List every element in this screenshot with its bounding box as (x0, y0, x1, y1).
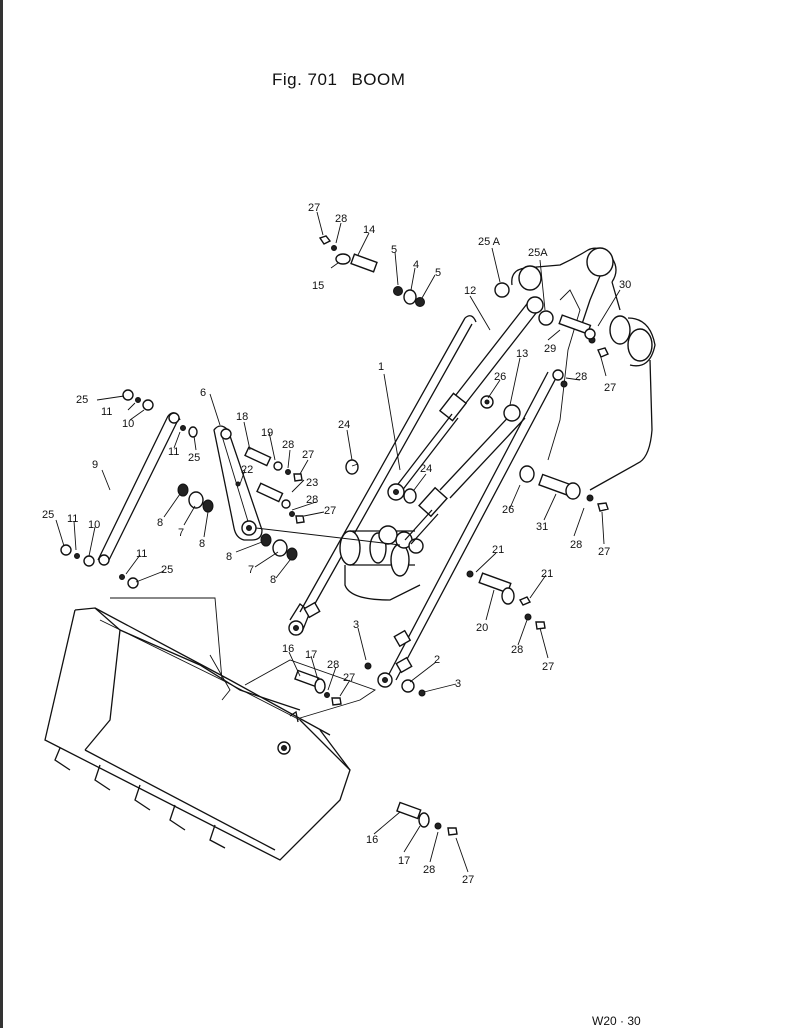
callout-28: 28 (335, 213, 347, 225)
callout-27: 27 (308, 202, 320, 214)
callout-5: 5 (391, 244, 397, 256)
callout-16: 16 (282, 643, 294, 655)
callout-3: 3 (353, 619, 359, 631)
callout-27: 27 (324, 505, 336, 517)
callout-20: 20 (476, 622, 488, 634)
boom-arm-1 (288, 315, 477, 636)
callout-28: 28 (306, 494, 318, 506)
figure-title: Fig. 701 BOOM (272, 70, 405, 90)
callout-27: 27 (343, 672, 355, 684)
callout-28: 28 (327, 659, 339, 671)
callout-19: 19 (261, 427, 273, 439)
callout-28: 28 (282, 439, 294, 451)
callout-11: 11 (67, 513, 78, 525)
cylinder-12 (387, 296, 544, 501)
callout-21: 21 (541, 568, 553, 580)
callout-23: 23 (306, 477, 318, 489)
callout-27: 27 (598, 546, 610, 558)
boom-arm-2 (377, 371, 557, 688)
cross-tube (339, 525, 424, 601)
callout-9: 9 (92, 459, 98, 471)
callout-10: 10 (122, 418, 134, 430)
scan-edge (0, 0, 3, 1028)
callout-22: 22 (241, 464, 253, 476)
callout-11: 11 (101, 406, 112, 418)
callout-8: 8 (226, 551, 232, 563)
callout-27: 27 (542, 661, 554, 673)
callout-26: 26 (502, 504, 514, 516)
callout-29: 29 (544, 343, 556, 355)
callout-16: 16 (366, 834, 378, 846)
callout-4: 4 (413, 259, 419, 271)
callout-28: 28 (511, 644, 523, 656)
callout-11: 11 (168, 446, 179, 458)
figure-number: Fig. 701 (272, 70, 338, 89)
callout-24: 24 (338, 419, 350, 431)
bell-crank-6 (213, 425, 263, 541)
callout-2: 2 (434, 654, 440, 666)
callout-25: 25 (161, 564, 173, 576)
callout-30: 30 (619, 279, 631, 291)
cylinder-13 (404, 395, 526, 545)
callout-28: 28 (570, 539, 582, 551)
callout-12: 12 (464, 285, 476, 297)
leader-lines (55, 211, 621, 873)
callout-8: 8 (157, 517, 163, 529)
callout-18: 18 (236, 411, 248, 423)
bucket (44, 607, 376, 861)
callout-8: 8 (199, 538, 205, 550)
callout-5: 5 (435, 267, 441, 279)
link-9 (97, 412, 181, 566)
callout-3: 3 (455, 678, 461, 690)
callout-8: 8 (270, 574, 276, 586)
callout-28: 28 (423, 864, 435, 876)
callout-25a: 25A (528, 247, 548, 259)
figure-name: BOOM (351, 70, 406, 89)
callout-28: 28 (575, 371, 587, 383)
callout-6: 6 (200, 387, 206, 399)
callout-17: 17 (305, 649, 317, 661)
frame-mount (511, 247, 656, 493)
callout-25: 25 (42, 509, 54, 521)
callout-27: 27 (462, 874, 474, 886)
small-parts (60, 235, 609, 836)
callout-26: 26 (494, 371, 506, 383)
callout-21: 21 (492, 544, 504, 556)
callout-14: 14 (363, 224, 375, 236)
callout-10: 10 (88, 519, 100, 531)
callout-7: 7 (248, 564, 254, 576)
bracket-lines (110, 527, 401, 681)
callout-27: 27 (604, 382, 616, 394)
callout-25: 25 (76, 394, 88, 406)
callout-15: 15 (312, 280, 324, 292)
callout-7: 7 (178, 527, 184, 539)
callout-13: 13 (516, 348, 528, 360)
callout-25a: 25 A (478, 236, 501, 248)
callout-24: 24 (420, 463, 432, 475)
callout-17: 17 (398, 855, 410, 867)
callout-25: 25 (188, 452, 200, 464)
callout-labels: 27 28 14 15 5 4 5 25 A 25A 12 30 29 13 2… (42, 202, 631, 886)
callout-27: 27 (302, 449, 314, 461)
callout-31: 31 (536, 521, 548, 533)
callout-11: 11 (136, 548, 147, 560)
page-code: W20 · 30 (592, 1014, 641, 1028)
callout-1: 1 (378, 361, 384, 373)
